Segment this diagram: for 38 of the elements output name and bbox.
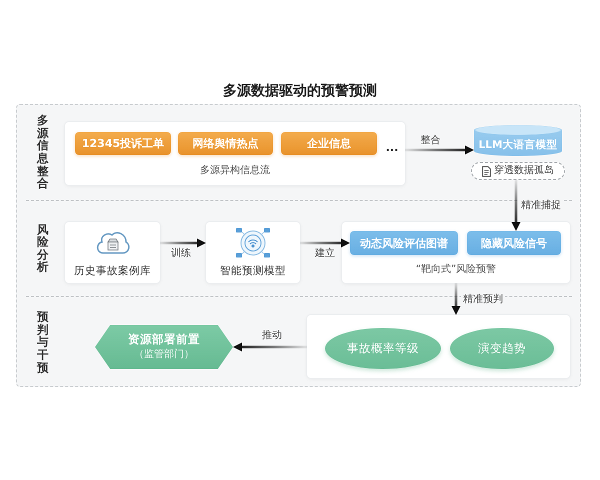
row-label: 预判与干预: [37, 310, 48, 374]
card-caption: 历史事故案例库: [74, 264, 151, 278]
risk-tag: 隐藏风险信号: [467, 231, 561, 255]
edge-label: 精准预判: [461, 294, 505, 306]
edge-label: 建立: [313, 248, 337, 260]
panel-caption: “靶向式”风险预警: [414, 262, 498, 277]
arrow: [300, 238, 350, 248]
pill-label: 穿透数据孤岛: [494, 165, 554, 177]
card-caption: 智能预测模型: [220, 264, 286, 278]
model-cylinder: LLM大语言模型: [474, 125, 562, 156]
card: [206, 222, 300, 283]
edge-label: 训练: [169, 248, 193, 260]
edge-label: 整合: [418, 135, 442, 147]
risk-tag: 动态风险评估图谱: [350, 231, 458, 255]
panel: [65, 122, 405, 185]
source-tag: 12345投诉工单: [75, 132, 171, 155]
source-tag: 企业信息: [281, 132, 377, 155]
arrow: [512, 180, 520, 231]
panel-caption: 多源异构信息流: [199, 164, 271, 178]
hexagon-subtitle: （监管部门）: [134, 348, 194, 362]
row-label: 多源信息整合: [37, 114, 48, 190]
source-tag: 网络舆情热点: [178, 132, 273, 155]
edge-label: 推动: [260, 330, 284, 342]
card: [65, 222, 160, 283]
edge-label: 精准捕捉: [519, 200, 563, 212]
tag-pill: [471, 162, 565, 180]
more-indicator: ...: [384, 142, 400, 154]
arrow: [160, 238, 206, 248]
arrow: [233, 342, 307, 352]
panel: [342, 222, 570, 283]
hexagon-title: 资源部署前置: [128, 332, 200, 347]
row-label: 风险分析: [37, 223, 48, 274]
result-ellipse: 事故概率等级: [325, 328, 441, 369]
title: 多源数据驱动的预警预测: [222, 82, 378, 100]
arrow: [405, 146, 474, 154]
result-ellipse: 演变趋势: [450, 328, 554, 369]
panel: [307, 315, 570, 378]
arrow: [452, 283, 460, 315]
